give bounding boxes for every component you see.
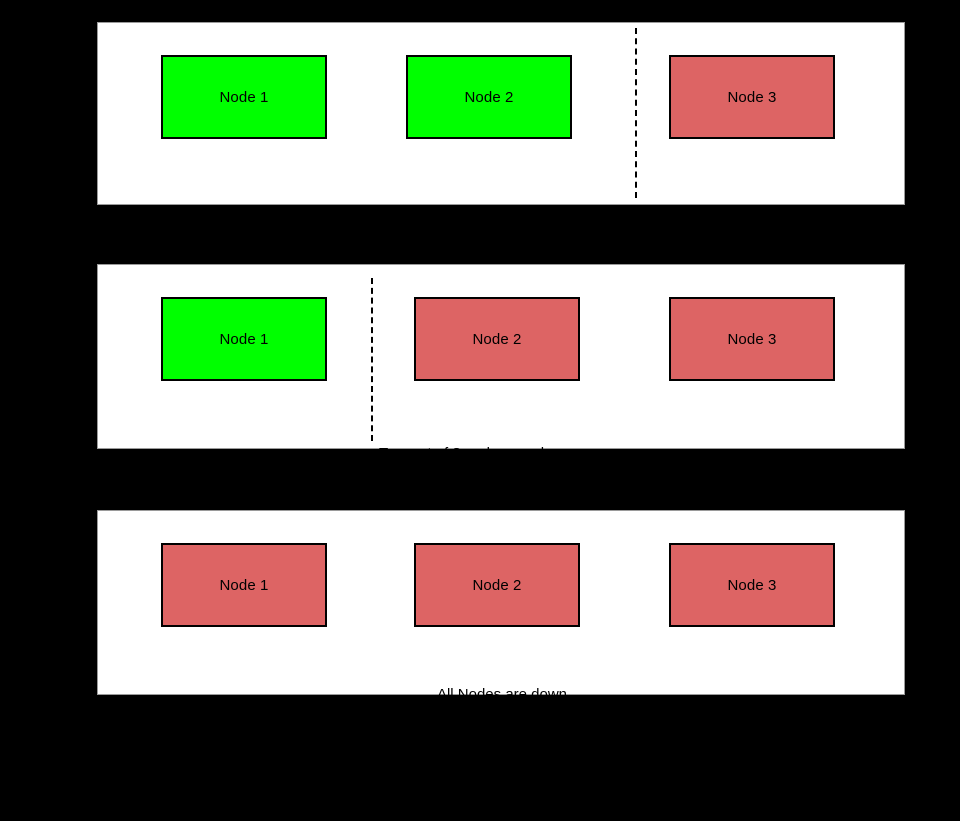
panel2-caption-line-1: Two out of 3 nodes are down — [379, 445, 572, 462]
node-box-panel3-node3: Node 3 — [669, 543, 835, 627]
node-box-panel1-node1: Node 1 — [161, 55, 327, 139]
node-label: Node 1 — [219, 88, 269, 106]
node-box-panel2-node3: Node 3 — [669, 297, 835, 381]
node-box-panel1-node3: Node 3 — [669, 55, 835, 139]
node-label: Node 2 — [472, 330, 522, 348]
scenario-panel-two-of-three-down: Node 1 Node 2 Node 3 Two out of 3 nodes … — [97, 264, 905, 531]
node-box-panel3-node1: Node 1 — [161, 543, 327, 627]
panel3-caption-line-2: Majority Fails & Cluster Stops — [403, 755, 601, 772]
node-label: Node 2 — [472, 576, 522, 594]
node-box-panel2-node2: Node 2 — [414, 297, 580, 381]
scenario-panel-two-of-three-up: Node 1 Node 2 Node 3 Two out of 3 nodes … — [97, 22, 905, 289]
node-box-panel2-node1: Node 1 — [161, 297, 327, 381]
node-label: Node 1 — [219, 576, 269, 594]
node-label: Node 2 — [464, 88, 514, 106]
node-box-panel3-node2: Node 2 — [414, 543, 580, 627]
node-box-panel1-node2: Node 2 — [406, 55, 572, 139]
panel3-caption-line-1: All Nodes are down — [436, 686, 568, 703]
panel1-caption-line-1: Two out of 3 nodes are up — [415, 203, 589, 220]
quorum-divider-line-panel1 — [635, 28, 637, 198]
scenario-panel-all-nodes-down: Node 1 Node 2 Node 3 All Nodes are down … — [97, 510, 905, 772]
node-label: Node 3 — [727, 88, 777, 106]
cluster-quorum-diagram: Node 1 Node 2 Node 3 Two out of 3 nodes … — [97, 22, 905, 772]
node-label: Node 3 — [727, 330, 777, 348]
panel3-caption: All Nodes are down Majority Fails & Clus… — [98, 637, 906, 821]
quorum-divider-line-panel2 — [371, 278, 373, 441]
node-label: Node 3 — [727, 576, 777, 594]
node-label: Node 1 — [219, 330, 269, 348]
